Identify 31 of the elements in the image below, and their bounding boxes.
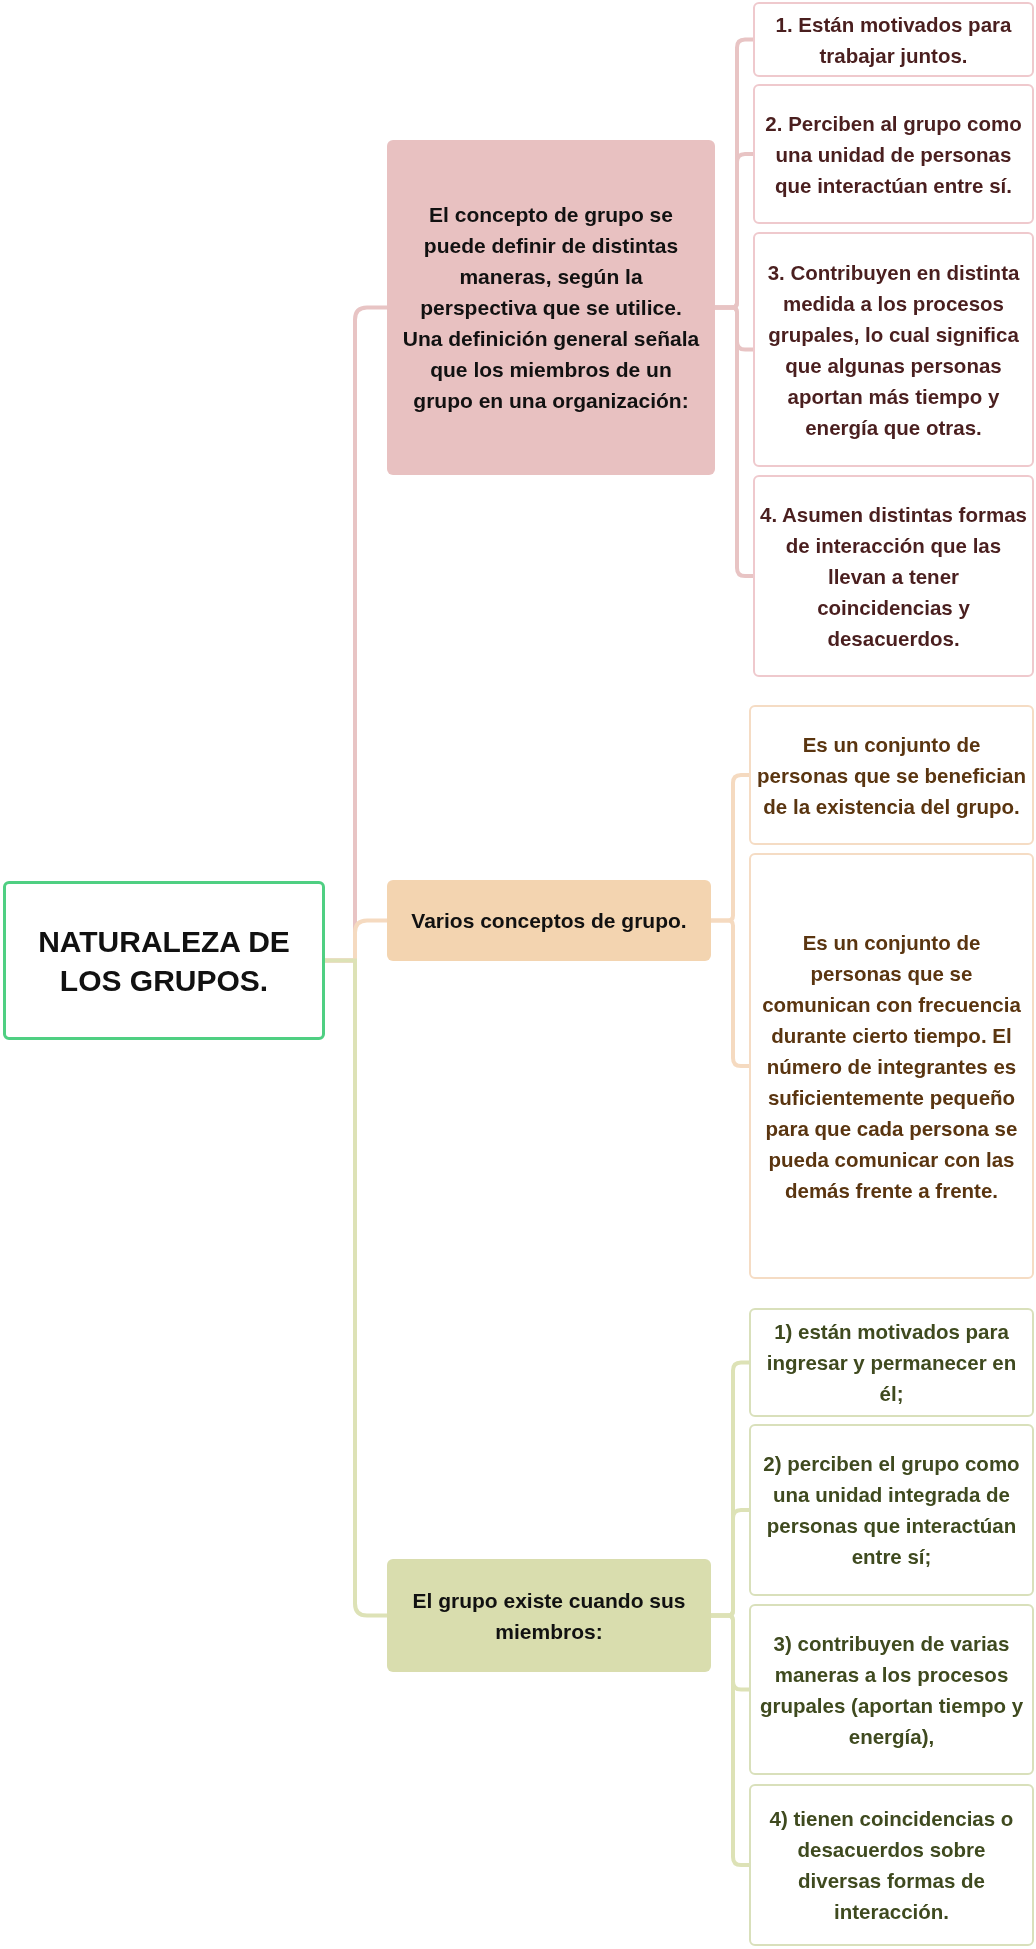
subtopic-box [753,2,1034,77]
node-text: 2) perciben el grupo como una unidad integrada de personas que interactúan entre sí; [762,1451,1021,1570]
node-text: 4) tienen coincidencias o desacuerdos sobre diversas formas de interacción. [768,1806,1015,1925]
node-text: 3) contribuyen de varias maneras a los procesos grupales (aportan tiempo y energía), [758,1630,1025,1750]
node-text: El concepto de grupo se puede definir de distintas maneras, según la perspectiva que se utilice. Una definición general señala que los miembros de un grupo en una organización: [401,202,701,414]
topic-box [387,880,711,961]
central-topic-box [3,881,325,1040]
connector-line [711,1613,749,1867]
subtopic-box [753,475,1034,677]
subtopic-box [749,853,1034,1279]
subtopic-box [749,1308,1034,1417]
subtopic-box [753,84,1034,224]
subtopic-box [749,705,1034,845]
node-text: 1. Están motivados para trabajar juntos. [774,11,1013,69]
topic-box [387,1559,711,1672]
connector-line [711,918,749,1068]
node-text: NATURALEZA DE LOS GRUPOS. [37,923,291,999]
topic-box [387,140,715,475]
subtopic-box [749,1424,1034,1596]
connector-line [715,305,753,578]
subtopic-box [753,232,1034,467]
node-text: 1) están motivados para ingresar y permanecer en él; [765,1319,1018,1407]
subtopic-box [749,1604,1034,1775]
node-text: 3. Contribuyen en distinta medida a los procesos grupales, lo cual significa que algunas personas aportan más tiempo y energía que otras. [766,259,1021,441]
node-text: Varios conceptos de grupo. [411,908,687,934]
node-text: 2. Perciben al grupo como una unidad de personas que interactúan entre sí. [764,110,1023,199]
node-text: Es un conjunto de personas que se benefician de la existencia del grupo. [756,731,1027,820]
subtopic-box [749,1784,1034,1946]
node-text: 4. Asumen distintas formas de interacción que las llevan a tener coincidencias y desacuerdos. [759,501,1028,652]
node-text: Es un conjunto de personas que se comunican con frecuencia durante cierto tiempo. El número de integrantes es suficientemente pequeño para que cada persona se pueda comunicar con las demás frente a frente. [761,929,1022,1204]
node-text: El grupo existe cuando sus miembros: [411,1587,687,1645]
